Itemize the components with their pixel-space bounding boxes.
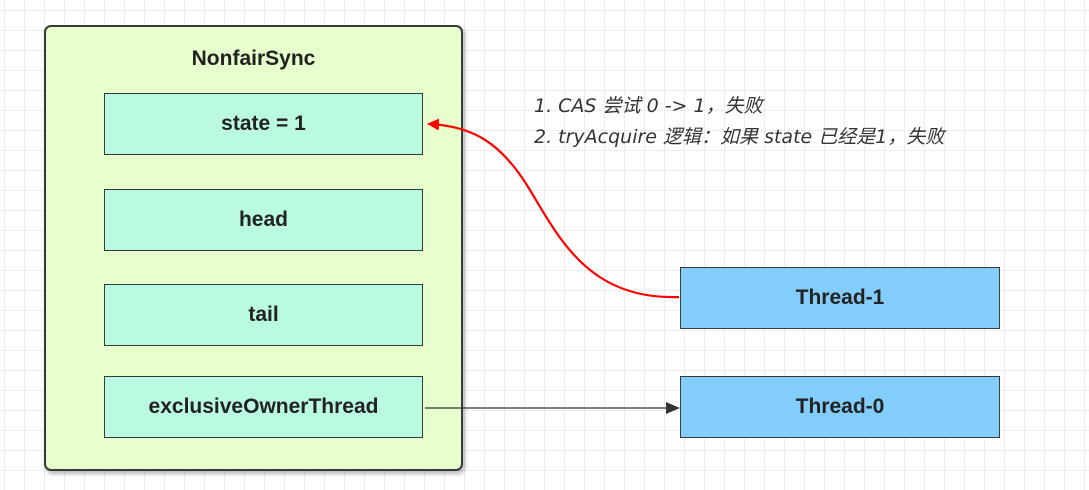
thread-0-box: Thread-0 bbox=[680, 376, 1000, 438]
exclusive-owner-thread-field: exclusiveOwnerThread bbox=[104, 376, 423, 438]
head-field: head bbox=[104, 189, 423, 251]
cas-failed-arrow bbox=[427, 118, 680, 299]
note-cas-attempt: 1. CAS 尝试 0 -> 1，失败 bbox=[534, 95, 763, 117]
tail-field: tail bbox=[104, 284, 423, 346]
thread-1-box: Thread-1 bbox=[680, 267, 1000, 329]
note-tryacquire: 2. tryAcquire 逻辑：如果 state 已经是1，失败 bbox=[534, 126, 945, 148]
nonfairsync-title: NonfairSync bbox=[191, 47, 316, 70]
state-field: state = 1 bbox=[104, 93, 423, 155]
